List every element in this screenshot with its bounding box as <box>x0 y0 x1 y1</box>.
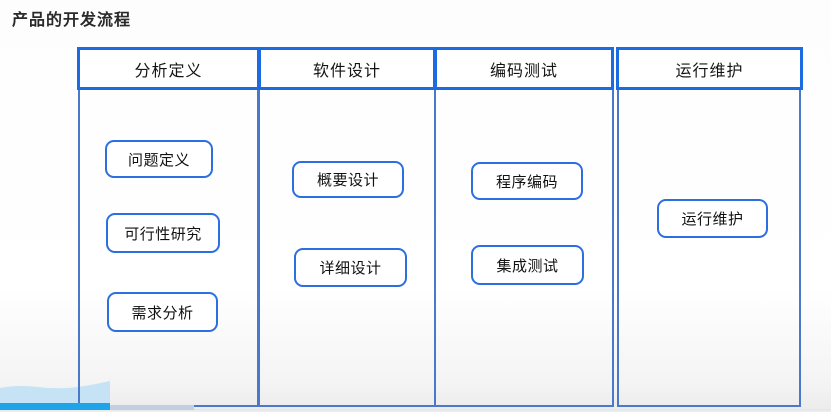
wave-decoration <box>0 381 110 405</box>
step-box-outline-design: 概要设计 <box>292 161 404 198</box>
step-box-problem-definition: 问题定义 <box>105 140 213 178</box>
step-box-detailed-design: 详细设计 <box>294 248 407 287</box>
step-box-feasibility-study: 可行性研究 <box>106 213 220 253</box>
phase-header-software-design: 软件设计 <box>258 47 436 90</box>
step-box-operation-maintenance: 运行维护 <box>657 199 768 238</box>
step-box-program-coding: 程序编码 <box>471 162 583 200</box>
step-box-requirements-analysis: 需求分析 <box>107 292 218 332</box>
video-progress-bar[interactable] <box>0 402 831 412</box>
page-title: 产品的开发流程 <box>12 12 132 29</box>
progress-fill <box>0 403 110 410</box>
phase-header-coding-testing: 编码测试 <box>434 47 614 90</box>
phase-lane-operation-maintenance <box>617 88 801 407</box>
progress-buffer <box>110 405 194 410</box>
bottom-divider <box>0 409 831 412</box>
step-box-integration-testing: 集成测试 <box>471 245 584 285</box>
phase-header-operation-maintenance: 运行维护 <box>616 47 803 90</box>
phase-header-analysis: 分析定义 <box>77 47 260 90</box>
